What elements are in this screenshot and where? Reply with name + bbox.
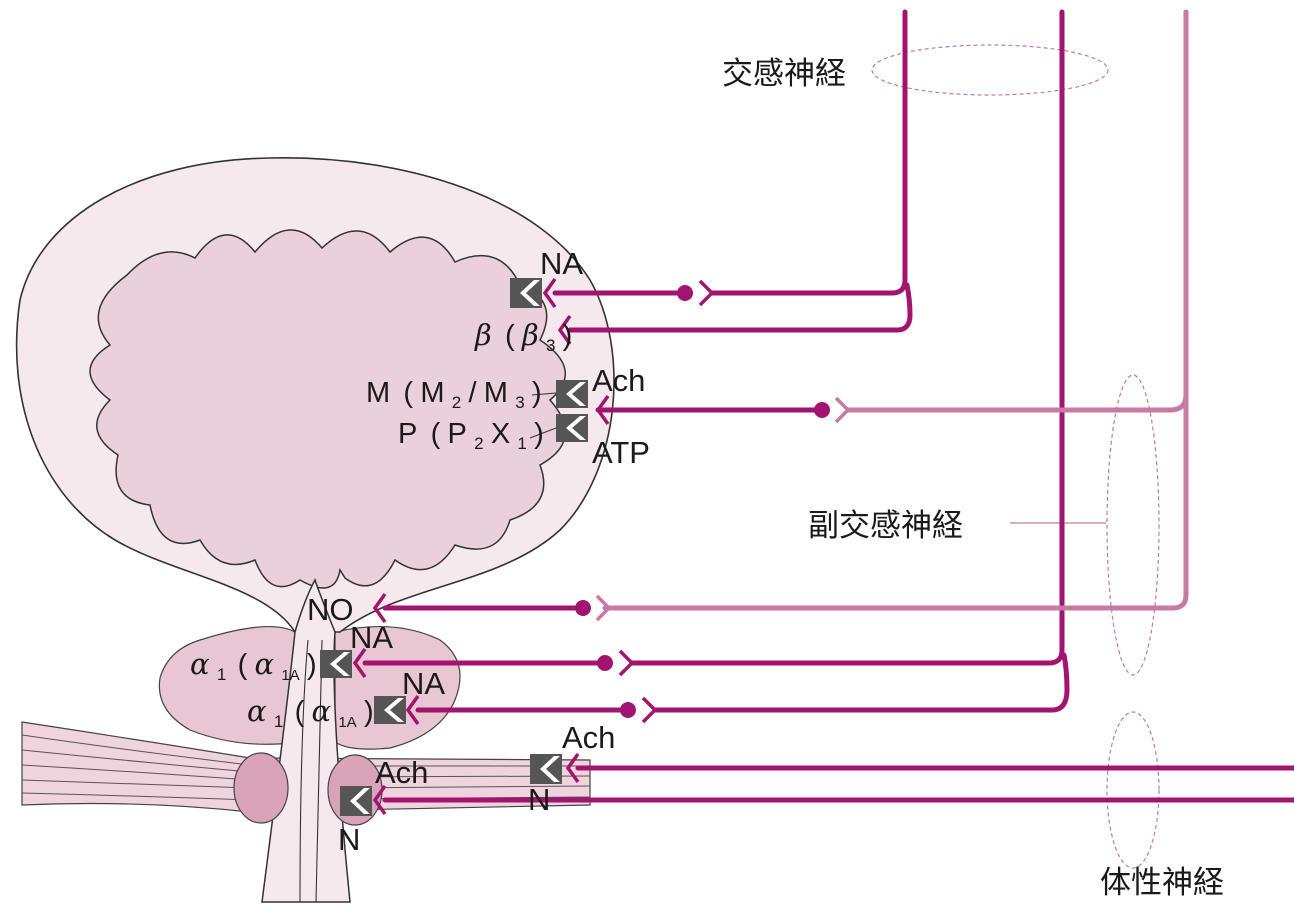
sympathetic-trunk-d [652,652,1070,713]
parasympathetic-nerve-label: 副交感神経 [808,508,963,544]
nerve-terminals [352,277,610,816]
receptor-icon [374,696,406,724]
anatomy [15,157,615,903]
parasympathetic-trunk [602,9,1189,611]
sympathetic-trunk-c [629,9,1065,666]
transmitter-ach-somatic-1: Ach [562,720,615,755]
transmitter-no-urethra: NO [307,592,354,627]
purinergic-receptor-label: P ( P 2 X 1 ) [398,418,544,456]
transmitter-ach-somatic-2: Ach [375,755,428,790]
sympathetic-bundle-marker [871,44,1109,96]
alpha-receptor-label-1: α 1 ( α 1A ) [190,647,317,687]
synapse-chevron [698,279,715,307]
ganglion-dot [597,655,613,671]
muscarinic-receptor-label: M ( M 2 / M 3 ) [366,377,542,415]
terminal-chevron [405,694,420,726]
external-sphincter-left [233,752,289,824]
leader-line [531,392,557,396]
ganglion-dot [620,702,636,718]
transmitter-labels: NA Ach ATP NO NA NA Ach N Ach N [307,246,650,857]
bladder-lumen [89,229,566,589]
terminal-chevron [372,592,387,624]
terminal-chevron [565,752,580,784]
terminal-chevron [352,647,367,679]
receptor-blocks [320,278,588,816]
receptor-labels: β ( β 3 ) M ( M 2 / M 3 ) P ( P 2 X 1 ) [190,318,572,734]
synapse-chevron [641,696,658,724]
transmitter-atp-bladder: ATP [592,435,650,470]
ganglion-dot [575,600,591,616]
receptor-icon [530,754,562,784]
receptor-icon [556,414,588,442]
transmitter-na-prostate-1: NA [350,620,393,655]
receptor-leaders [529,392,557,439]
somatic-bundle-marker [1106,711,1160,869]
leader-line [529,427,557,439]
terminal-chevron [595,394,610,426]
transmitter-n-somatic-1: N [528,782,550,817]
receptor-icon [510,278,542,308]
ganglion-dots [575,285,830,718]
synapse-chevron [618,649,635,677]
ganglion-dot [814,402,830,418]
nerve-fibers [362,9,1294,803]
nerve-group-markers [871,44,1160,869]
terminal-chevron [542,277,557,309]
ganglion-synapses [595,279,851,724]
transmitter-na-bladder: NA [540,246,583,281]
transmitter-na-prostate-2: NA [402,666,445,701]
terminal-chevron [372,784,387,816]
terminal-chevron [557,314,572,346]
ganglion-dot [677,285,693,301]
parasympathetic-branch [845,392,1189,413]
receptor-icon [556,380,588,408]
beta-receptor-label: β ( β 3 ) [474,318,572,358]
synapse-chevron [834,396,851,424]
somatic-nerve-label: 体性神経 [1100,865,1224,901]
sympathetic-nerve-label: 交感神経 [722,56,846,92]
sympathetic-trunk-a [709,9,908,296]
nerve-labels: 交感神経 副交感神経 体性神経 [722,56,1224,901]
transmitter-ach-bladder: Ach [592,363,645,398]
parasympathetic-bundle-marker [1106,374,1160,676]
receptor-icon [340,786,372,816]
sympathetic-trunk-b [567,282,913,333]
alpha-receptor-label-2: α 1 ( α 1A ) [247,694,374,734]
receptor-icon [320,650,352,678]
transmitter-n-somatic-2: N [338,822,360,857]
synapse-chevron [595,594,612,622]
